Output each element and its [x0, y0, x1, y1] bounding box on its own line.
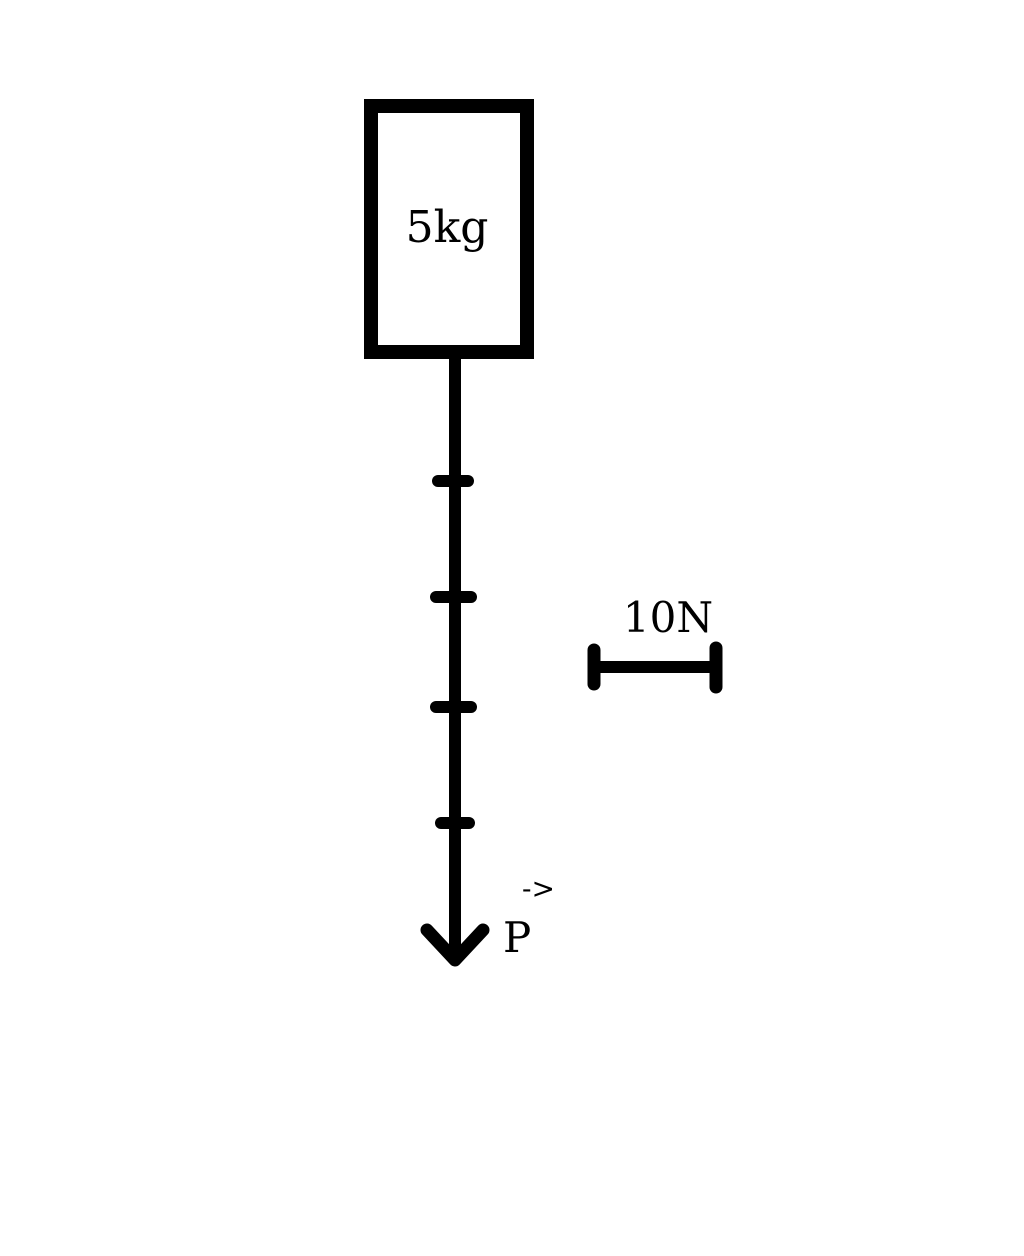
force-symbol: P	[503, 913, 531, 962]
mass-block: 5kg	[364, 99, 534, 359]
arrowhead-icon	[420, 923, 490, 967]
mass-label: 5kg	[406, 202, 489, 253]
vector-mark: ->	[522, 872, 555, 905]
force-vector-p: P ->	[420, 346, 555, 967]
scale-bar-label: 10N	[623, 593, 713, 642]
scale-bar: 10N	[587, 593, 723, 694]
